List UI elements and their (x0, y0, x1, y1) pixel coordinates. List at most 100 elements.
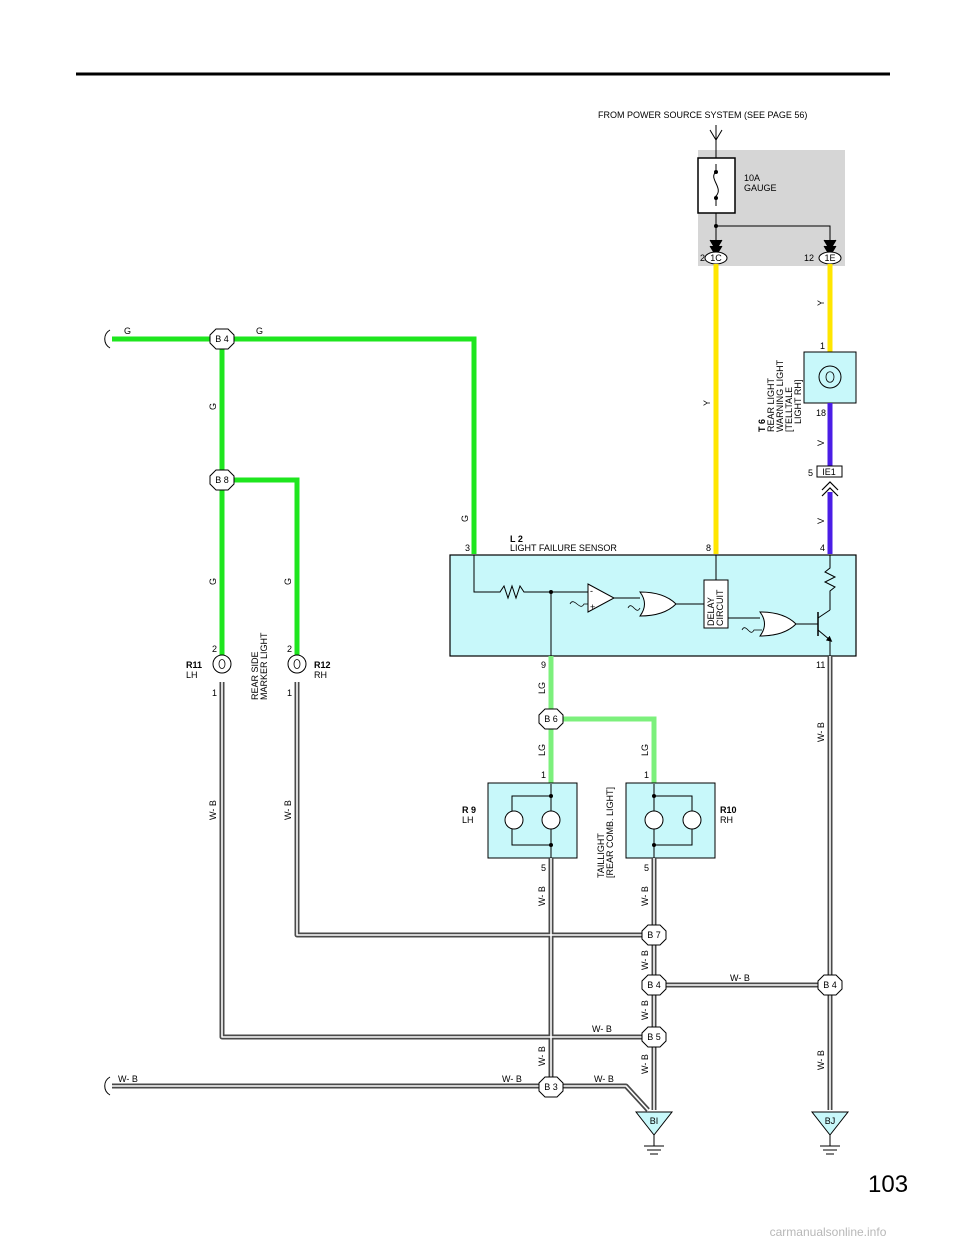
svg-text:1: 1 (820, 341, 825, 351)
svg-text:G: G (208, 403, 218, 410)
svg-text:R11: R11 (186, 660, 202, 670)
svg-text:R12: R12 (314, 660, 331, 670)
svg-text:CIRCUIT: CIRCUIT (715, 589, 725, 626)
svg-text:LG: LG (640, 744, 650, 756)
splice-b4-right (817, 974, 843, 996)
wire-g-b8-r12 (230, 477, 300, 655)
svg-text:1C: 1C (710, 253, 722, 263)
svg-text:RH: RH (314, 670, 327, 680)
r10-taillight (625, 782, 716, 859)
wb-wires (112, 656, 833, 1112)
svg-text:MARKER LIGHT: MARKER LIGHT (259, 632, 269, 700)
svg-text:12: 12 (804, 253, 814, 263)
svg-text:W- B: W- B (118, 1074, 138, 1084)
svg-text:R10: R10 (720, 805, 737, 815)
svg-text:2: 2 (212, 644, 217, 654)
svg-text:G: G (283, 578, 293, 585)
svg-text:WARNING LIGHT: WARNING LIGHT (775, 359, 785, 432)
svg-text:Y: Y (702, 400, 712, 406)
svg-text:LG: LG (537, 682, 547, 694)
svg-text:+: + (590, 602, 595, 612)
wire-g-to-l2 (230, 336, 477, 554)
svg-text:LH: LH (186, 670, 198, 680)
ground-bj (810, 1111, 850, 1136)
svg-text:9: 9 (541, 660, 546, 670)
svg-text:1: 1 (644, 770, 649, 780)
svg-text:W- B: W- B (816, 722, 826, 742)
ground-bi-icon (644, 1135, 664, 1155)
svg-text:18: 18 (816, 408, 826, 418)
svg-text:1: 1 (541, 770, 546, 780)
power-source-label: FROM POWER SOURCE SYSTEM (SEE PAGE 56) (598, 110, 807, 120)
svg-text:G: G (124, 326, 131, 336)
svg-text:REAR SIDE: REAR SIDE (250, 651, 260, 700)
svg-text:W- B: W- B (640, 1054, 650, 1074)
svg-text:[REAR COMB. LIGHT]: [REAR COMB. LIGHT] (605, 787, 615, 878)
svg-text:W- B: W- B (208, 800, 218, 820)
svg-text:1E: 1E (824, 253, 835, 263)
svg-text:REAR LIGHT: REAR LIGHT (766, 377, 776, 432)
svg-text:Y: Y (816, 300, 826, 306)
svg-text:8: 8 (706, 543, 711, 553)
svg-text:DELAY: DELAY (706, 597, 716, 626)
svg-text:B 3: B 3 (544, 1082, 558, 1092)
wire-lg-b6-r10 (560, 716, 657, 784)
watermark: carmanualsonline.info (770, 1225, 887, 1239)
t6-warning-light (803, 351, 857, 404)
svg-text:G: G (460, 515, 470, 522)
svg-text:B 4: B 4 (647, 980, 661, 990)
svg-text:W- B: W- B (537, 1046, 547, 1066)
svg-text:B 4: B 4 (215, 334, 229, 344)
svg-text:W- B: W- B (640, 886, 650, 906)
fuse-rating: 10A (744, 173, 760, 183)
r11-bulb-icon (212, 654, 232, 674)
svg-text:B 5: B 5 (647, 1032, 661, 1042)
svg-text:2: 2 (287, 644, 292, 654)
marker-light-label: REAR SIDE MARKER LIGHT (250, 632, 269, 700)
r9-taillight (487, 782, 578, 859)
ground-bj-icon (820, 1135, 840, 1155)
taillight-label: TAILLIGHT [REAR COMB. LIGHT] (596, 787, 615, 878)
svg-text:G: G (208, 578, 218, 585)
delay-circuit (703, 579, 729, 629)
svg-text:BJ: BJ (825, 1116, 836, 1126)
svg-text:11: 11 (816, 660, 825, 670)
page-number: 103 (868, 1171, 908, 1198)
svg-text:L 2: L 2 (510, 534, 523, 544)
svg-text:[TELLTALE: [TELLTALE (784, 387, 794, 432)
svg-text:1: 1 (212, 688, 217, 698)
svg-text:W- B: W- B (537, 886, 547, 906)
svg-text:5: 5 (644, 863, 649, 873)
svg-text:IE1: IE1 (822, 467, 836, 477)
svg-text:LG: LG (537, 744, 547, 756)
splice-b6 (538, 708, 564, 730)
svg-text:TAILLIGHT: TAILLIGHT (596, 833, 606, 878)
svg-text:BI: BI (650, 1116, 659, 1126)
r12-bulb-icon (287, 654, 307, 674)
svg-text:W- B: W- B (592, 1024, 612, 1034)
svg-text:RH: RH (720, 815, 733, 825)
splice-b7 (641, 924, 667, 946)
svg-text:W- B: W- B (594, 1074, 614, 1084)
svg-text:5: 5 (808, 468, 813, 478)
svg-text:B 7: B 7 (647, 930, 661, 940)
svg-text:4: 4 (820, 543, 825, 553)
svg-text:2: 2 (700, 253, 705, 263)
svg-text:B 8: B 8 (215, 475, 229, 485)
svg-text:1: 1 (287, 688, 292, 698)
splice-b4-top (209, 328, 235, 350)
connector-ie1 (816, 465, 843, 478)
ground-bi (634, 1111, 674, 1136)
t6-label: T 6 REAR LIGHT WARNING LIGHT [TELLTALE L… (757, 359, 803, 432)
svg-text:R 9: R 9 (462, 805, 476, 815)
svg-text:W- B: W- B (640, 1000, 650, 1020)
svg-text:B 4: B 4 (823, 980, 837, 990)
splice-b4-low (641, 974, 667, 996)
svg-text:T 6: T 6 (757, 419, 767, 432)
svg-text:3: 3 (465, 543, 470, 553)
svg-text:LH: LH (462, 815, 474, 825)
svg-text:LIGHT FAILURE SENSOR: LIGHT FAILURE SENSOR (510, 543, 617, 553)
splice-b8 (209, 469, 235, 491)
